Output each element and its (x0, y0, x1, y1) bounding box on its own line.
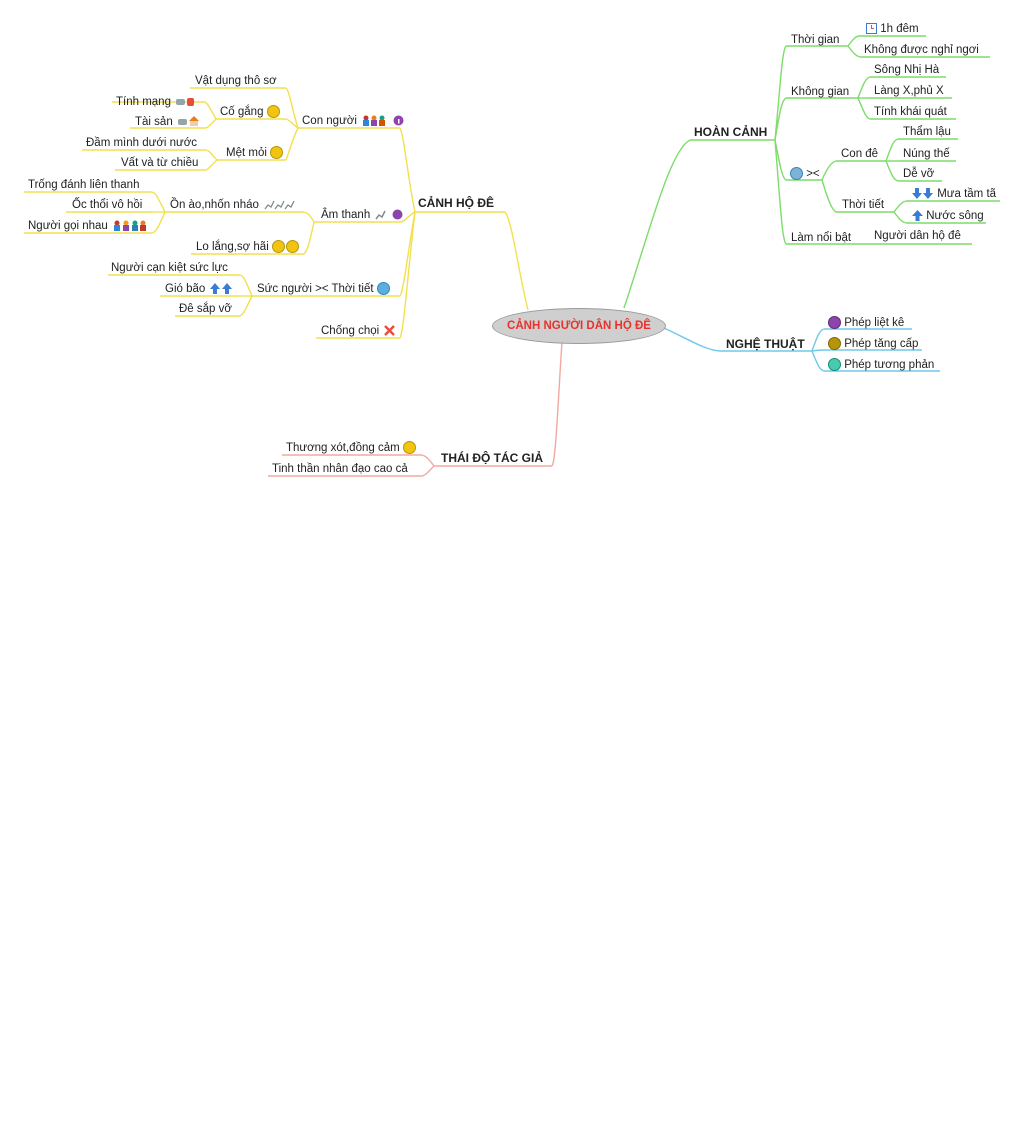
purple-gem-icon (828, 316, 841, 330)
node-tinh-mang-label: Tính mạng (116, 96, 171, 108)
node-oc-thoi[interactable]: Ốc thổi vô hồi (72, 199, 143, 211)
info-icon (392, 209, 403, 220)
clock-icon (866, 23, 877, 35)
node-thuong-xot[interactable]: Thương xót,đồng cảm (286, 441, 416, 455)
node-nguoi-goi-nhau[interactable]: Người gọi nhau (28, 219, 147, 233)
node-phep-tuong-phan[interactable]: Phép tương phản (828, 358, 934, 372)
olive-gem-icon (828, 337, 841, 351)
node-vat-dung[interactable]: Vật dụng thô sơ (195, 75, 277, 87)
node-khong-nghi[interactable]: Không được nghỉ ngơi (864, 44, 979, 56)
globe-icon (376, 282, 390, 296)
teal-gem-icon (828, 358, 841, 372)
node-am-thanh[interactable]: Âm thanh (321, 208, 403, 222)
sad-face-icon (402, 441, 416, 455)
node-tinh-than[interactable]: Tinh thần nhân đạo cao cả (272, 463, 408, 475)
node-co-gang-label: Cố gắng (220, 106, 264, 118)
arrows-up-icon (210, 283, 233, 295)
running-people-icon (264, 201, 295, 210)
node-can-kiet[interactable]: Người cạn kiệt sức lực (111, 262, 228, 274)
branch-canh-ho-de[interactable]: CẢNH HỘ ĐÊ (418, 196, 495, 210)
node-tham-lau[interactable]: Thẩm lậu (903, 126, 951, 138)
worried-face-2-icon (285, 240, 299, 254)
node-con-nguoi-label: Con người (302, 115, 357, 127)
node-tinh-khai-quat[interactable]: Tính khái quát (874, 106, 947, 118)
node-1h-dem-label: 1h đêm (880, 23, 919, 35)
node-phep-tang-cap-label: Phép tăng cấp (844, 338, 919, 350)
node-con-de[interactable]: Con đê (841, 148, 879, 160)
node-de-vo[interactable]: Dễ vỡ (903, 168, 935, 180)
arrows-down-icon (912, 188, 933, 200)
smiley-icon (266, 105, 280, 119)
node-thoi-tiet[interactable]: Thời tiết (842, 199, 885, 211)
hands-icon (176, 98, 195, 107)
node-nguoi-dan-ho-de[interactable]: Người dân hộ đê (874, 230, 961, 242)
node-mua-tam-ta-label: Mưa tầm tã (937, 188, 997, 200)
node-mua-tam-ta[interactable]: Mưa tầm tã (910, 187, 996, 201)
node-phep-liet-ke[interactable]: Phép liệt kê (828, 316, 904, 330)
node-suc-nguoi[interactable]: Sức người >< Thời tiết (257, 282, 390, 296)
node-gio-bao-label: Gió bão (165, 283, 206, 295)
node-lo-lang[interactable]: Lo lắng,sợ hãi (196, 240, 299, 254)
node-phep-liet-ke-label: Phép liệt kê (844, 317, 905, 329)
node-vs[interactable]: >< (790, 167, 820, 181)
node-trong-danh[interactable]: Trống đánh liên thanh (28, 179, 140, 191)
node-phep-tang-cap[interactable]: Phép tăng cấp (828, 337, 918, 351)
node-lam-noi-bat[interactable]: Làm nổi bật (791, 232, 852, 244)
node-khong-gian[interactable]: Không gian (791, 86, 850, 98)
node-nguoi-goi-nhau-label: Người gọi nhau (28, 220, 108, 232)
house-icon (177, 116, 199, 127)
cross-icon (384, 325, 396, 337)
node-thoi-gian[interactable]: Thời gian (791, 34, 840, 46)
node-tinh-mang[interactable]: Tính mạng (116, 95, 196, 109)
branch-nghe-thuat[interactable]: NGHỆ THUẬT (726, 337, 805, 351)
node-1h-dem[interactable]: 1h đêm (864, 22, 919, 36)
node-nuoc-song[interactable]: Nước sông (910, 209, 984, 223)
branch-hoan-canh[interactable]: HOÀN CẢNH (694, 125, 768, 139)
node-lang-x[interactable]: Làng X,phủ X (874, 85, 944, 97)
node-met-moi-label: Mệt mỏi (226, 147, 267, 159)
node-on-ao-label: Ồn ào,nhốn nháo (170, 199, 259, 211)
node-nuoc-song-label: Nước sông (926, 210, 984, 222)
node-vs-label: >< (806, 168, 820, 180)
people-icon (363, 115, 386, 127)
arrow-up-icon (912, 210, 923, 222)
node-tai-san[interactable]: Tài sản (135, 115, 200, 129)
node-co-gang[interactable]: Cố gắng (220, 105, 280, 119)
info-icon (393, 115, 404, 126)
node-vat-va[interactable]: Vất và từ chiều (121, 157, 199, 169)
node-lo-lang-label: Lo lắng,sợ hãi (196, 241, 269, 253)
node-thuong-xot-label: Thương xót,đồng cảm (286, 442, 400, 454)
node-chong-choi-label: Chống chọi (321, 325, 380, 337)
branch-thai-do[interactable]: THÁI ĐỘ TÁC GIẢ (441, 451, 543, 465)
center-topic[interactable]: CẢNH NGƯỜI DÂN HỘ ĐÊ (492, 308, 666, 344)
node-met-moi[interactable]: Mệt mỏi (226, 146, 284, 160)
node-phep-tuong-phan-label: Phép tương phản (844, 359, 935, 371)
people-icon (114, 220, 147, 232)
node-tai-san-label: Tài sản (135, 116, 173, 128)
node-on-ao[interactable]: Ồn ào,nhốn nháo (170, 198, 296, 212)
node-de-sap-vo[interactable]: Đê sắp vỡ (179, 303, 232, 315)
running-icon (375, 211, 387, 220)
node-gio-bao[interactable]: Gió bão (165, 282, 234, 296)
globe-icon (790, 167, 803, 181)
node-suc-nguoi-label: Sức người >< Thời tiết (257, 283, 374, 295)
center-topic-label: CẢNH NGƯỜI DÂN HỘ ĐÊ (507, 320, 651, 332)
node-con-nguoi[interactable]: Con người (302, 114, 404, 128)
node-chong-choi[interactable]: Chống chọi (321, 324, 396, 338)
tired-icon (270, 146, 284, 160)
worried-faces-icon (271, 240, 285, 254)
node-am-thanh-label: Âm thanh (321, 209, 371, 221)
node-dam-minh[interactable]: Đầm mình dưới nước (86, 137, 198, 149)
node-nung-the[interactable]: Núng thế (903, 148, 950, 160)
node-song-nhi-ha[interactable]: Sông Nhị Hà (874, 64, 940, 76)
